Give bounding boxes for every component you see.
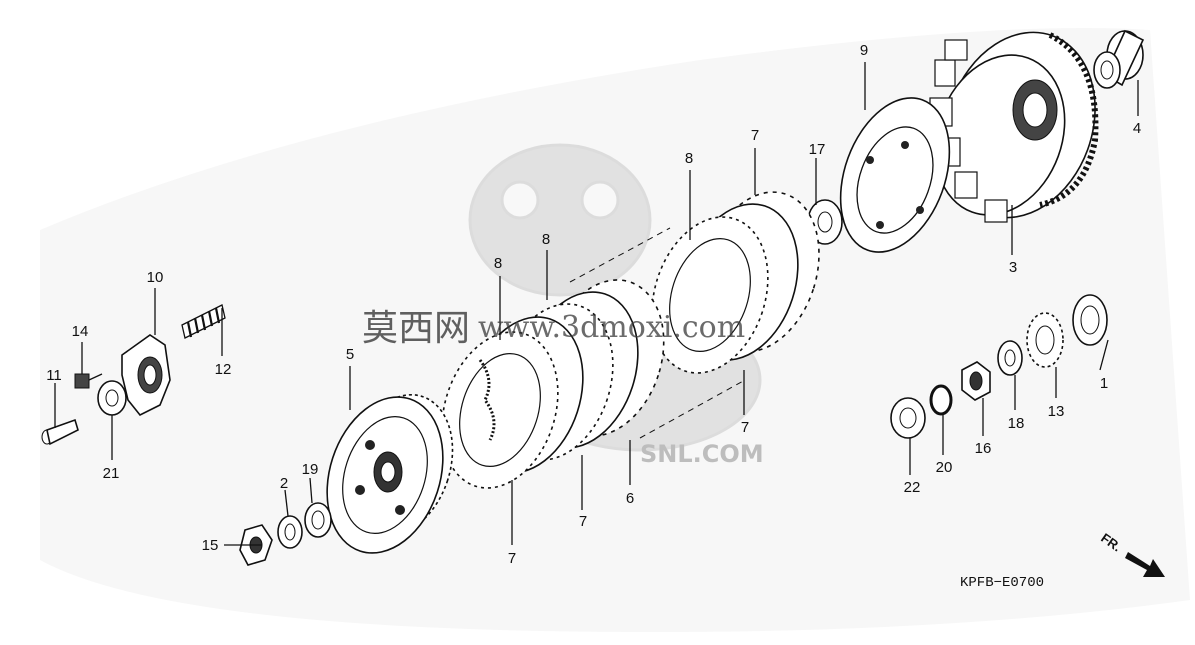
- disc-stack-rear[interactable]: [633, 177, 839, 388]
- watermark-cn: 莫西网: [362, 308, 470, 349]
- leader-lines: [54, 62, 1139, 546]
- clutch-center[interactable]: [308, 381, 470, 568]
- alignment-lines: [569, 227, 746, 439]
- callout-6[interactable]: 6: [626, 490, 634, 507]
- callout-15[interactable]: 15: [202, 537, 219, 554]
- callout-7d[interactable]: 7: [751, 127, 759, 144]
- callout-7a[interactable]: 7: [508, 550, 516, 567]
- needle-bearing-1[interactable]: [1072, 294, 1108, 346]
- collar-22[interactable]: [890, 397, 926, 439]
- washer-19[interactable]: [304, 502, 332, 538]
- callout-14[interactable]: 14: [72, 323, 89, 340]
- gear-13[interactable]: [1026, 312, 1064, 368]
- disc-stack-front[interactable]: [423, 302, 602, 503]
- callout-18[interactable]: 18: [1008, 415, 1025, 432]
- diagram-code: KPFB−E0700: [960, 575, 1044, 591]
- callout-1[interactable]: 1: [1100, 375, 1108, 392]
- washer-20[interactable]: [929, 384, 953, 416]
- callout-11[interactable]: 11: [46, 367, 62, 384]
- callout-12[interactable]: 12: [215, 361, 232, 378]
- lifter-plate[interactable]: [121, 334, 171, 417]
- callout-4[interactable]: 4: [1133, 120, 1141, 137]
- clutch-spring[interactable]: [181, 304, 226, 339]
- callout-7c[interactable]: 7: [741, 419, 749, 436]
- callout-5[interactable]: 5: [346, 346, 354, 363]
- callout-16[interactable]: 16: [975, 440, 992, 457]
- lifter-rod-11[interactable]: [41, 418, 79, 446]
- callout-17[interactable]: 17: [809, 141, 826, 158]
- callouts: 1 2 3 4 5 6 7 7 7 7 8 8 8 9 10 11 12 13 …: [46, 42, 1141, 567]
- callout-3[interactable]: 3: [1009, 259, 1017, 276]
- callout-8c[interactable]: 8: [685, 150, 693, 167]
- callout-19[interactable]: 19: [302, 461, 319, 478]
- callout-21[interactable]: 21: [103, 465, 120, 482]
- nut-16[interactable]: [961, 361, 991, 401]
- clutch-outer-housing[interactable]: [914, 11, 1120, 239]
- collar-bushing[interactable]: [1093, 29, 1145, 89]
- callout-10[interactable]: 10: [147, 269, 164, 286]
- callout-8b[interactable]: 8: [542, 231, 550, 248]
- clutch-plate-b[interactable]: [821, 83, 970, 268]
- arrow-icon: [1125, 552, 1165, 577]
- washer-18[interactable]: [997, 340, 1023, 376]
- callout-7b[interactable]: 7: [579, 513, 587, 530]
- callout-2[interactable]: 2: [280, 475, 288, 492]
- callout-8a[interactable]: 8: [494, 255, 502, 272]
- callout-13[interactable]: 13: [1048, 403, 1065, 420]
- watermark-url: www.3dmoxi.com: [478, 310, 745, 345]
- bearing-21[interactable]: [97, 380, 127, 416]
- watermark-com: SNL.COM: [640, 440, 764, 468]
- callout-9[interactable]: 9: [860, 42, 868, 59]
- washer-2[interactable]: [277, 515, 303, 549]
- callout-22[interactable]: 22: [904, 479, 921, 496]
- callout-20[interactable]: 20: [936, 459, 953, 476]
